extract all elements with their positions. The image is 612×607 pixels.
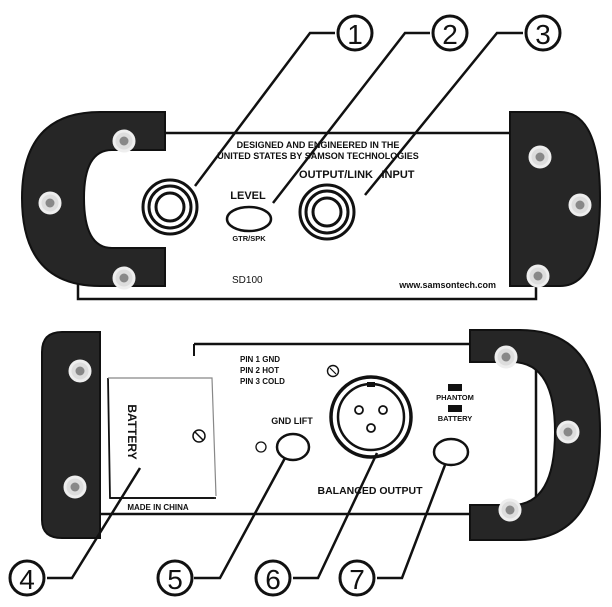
screw-icon-center bbox=[533, 271, 543, 281]
phantom-label: PHANTOM bbox=[436, 393, 474, 402]
xlr-connector[interactable] bbox=[329, 375, 413, 459]
callout-1: 1 bbox=[336, 14, 374, 52]
rear-right-bumper bbox=[469, 329, 602, 541]
left-jack[interactable] bbox=[141, 178, 199, 236]
made-in-label: MADE IN CHINA bbox=[127, 503, 189, 512]
power-select-switch[interactable] bbox=[432, 437, 470, 467]
callout-number: 6 bbox=[265, 564, 281, 595]
callout-lines bbox=[47, 31, 523, 580]
screw-icon-center bbox=[45, 198, 55, 208]
rear-panel: BATTERY MADE IN CHINA PIN 1 GND PIN 2 HO… bbox=[41, 329, 602, 541]
phantom-indicator bbox=[448, 384, 462, 391]
rear-left-bumper bbox=[41, 331, 101, 539]
screw-icon-center bbox=[575, 200, 585, 210]
callout-number: 5 bbox=[167, 564, 183, 595]
level-label: LEVEL bbox=[230, 190, 266, 202]
right-jack[interactable] bbox=[298, 183, 356, 241]
screw-icon-center bbox=[501, 352, 511, 362]
battery-compartment[interactable] bbox=[107, 377, 217, 499]
balanced-output-label: BALANCED OUTPUT bbox=[318, 485, 424, 497]
led-indicator bbox=[255, 441, 267, 453]
screw-icon-center bbox=[535, 152, 545, 162]
callout-number: 1 bbox=[347, 19, 363, 50]
battery-indicator bbox=[448, 405, 462, 412]
callout-7: 7 bbox=[338, 559, 376, 597]
callout-number: 2 bbox=[442, 19, 458, 50]
front-left-bumper bbox=[20, 111, 166, 287]
callout-3: 3 bbox=[524, 14, 562, 52]
battery-label: BATTERY bbox=[125, 404, 139, 459]
callout-5: 5 bbox=[156, 559, 194, 597]
gtr-spk-label: GTR/SPK bbox=[232, 234, 266, 243]
screw-icon-center bbox=[119, 273, 129, 283]
callout-6: 6 bbox=[254, 559, 292, 597]
callout-number: 7 bbox=[349, 564, 365, 595]
pin3-label: PIN 3 COLD bbox=[240, 377, 285, 386]
website-label: www.samsontech.com bbox=[398, 280, 496, 290]
screw-icon-center bbox=[70, 482, 80, 492]
gnd-lift-label: GND LIFT bbox=[271, 416, 313, 426]
callout-2: 2 bbox=[431, 14, 469, 52]
output-link-label: OUTPUT/LINK bbox=[299, 169, 373, 181]
callout-4: 4 bbox=[8, 559, 46, 597]
battery-door-screw-icon bbox=[192, 429, 206, 443]
gnd-lift-switch[interactable] bbox=[275, 432, 311, 462]
designed-line-2: UNITED STATES BY SAMSON TECHNOLOGIES bbox=[217, 151, 419, 161]
screw-icon-center bbox=[505, 505, 515, 515]
callout-number: 3 bbox=[535, 19, 551, 50]
rear-panel-body bbox=[76, 342, 538, 516]
pin2-label: PIN 2 HOT bbox=[240, 366, 279, 375]
input-label: INPUT bbox=[382, 169, 415, 181]
model-label: SD100 bbox=[232, 275, 263, 286]
callout-number: 4 bbox=[19, 564, 35, 595]
battery-switch-label: BATTERY bbox=[438, 414, 473, 423]
screw-icon-center bbox=[75, 366, 85, 376]
pin1-label: PIN 1 GND bbox=[240, 355, 280, 364]
screw-icon-center bbox=[563, 427, 573, 437]
screw-icon-center bbox=[119, 136, 129, 146]
front-panel: DESIGNED AND ENGINEERED IN THE UNITED ST… bbox=[20, 111, 602, 301]
level-switch[interactable] bbox=[225, 205, 273, 233]
